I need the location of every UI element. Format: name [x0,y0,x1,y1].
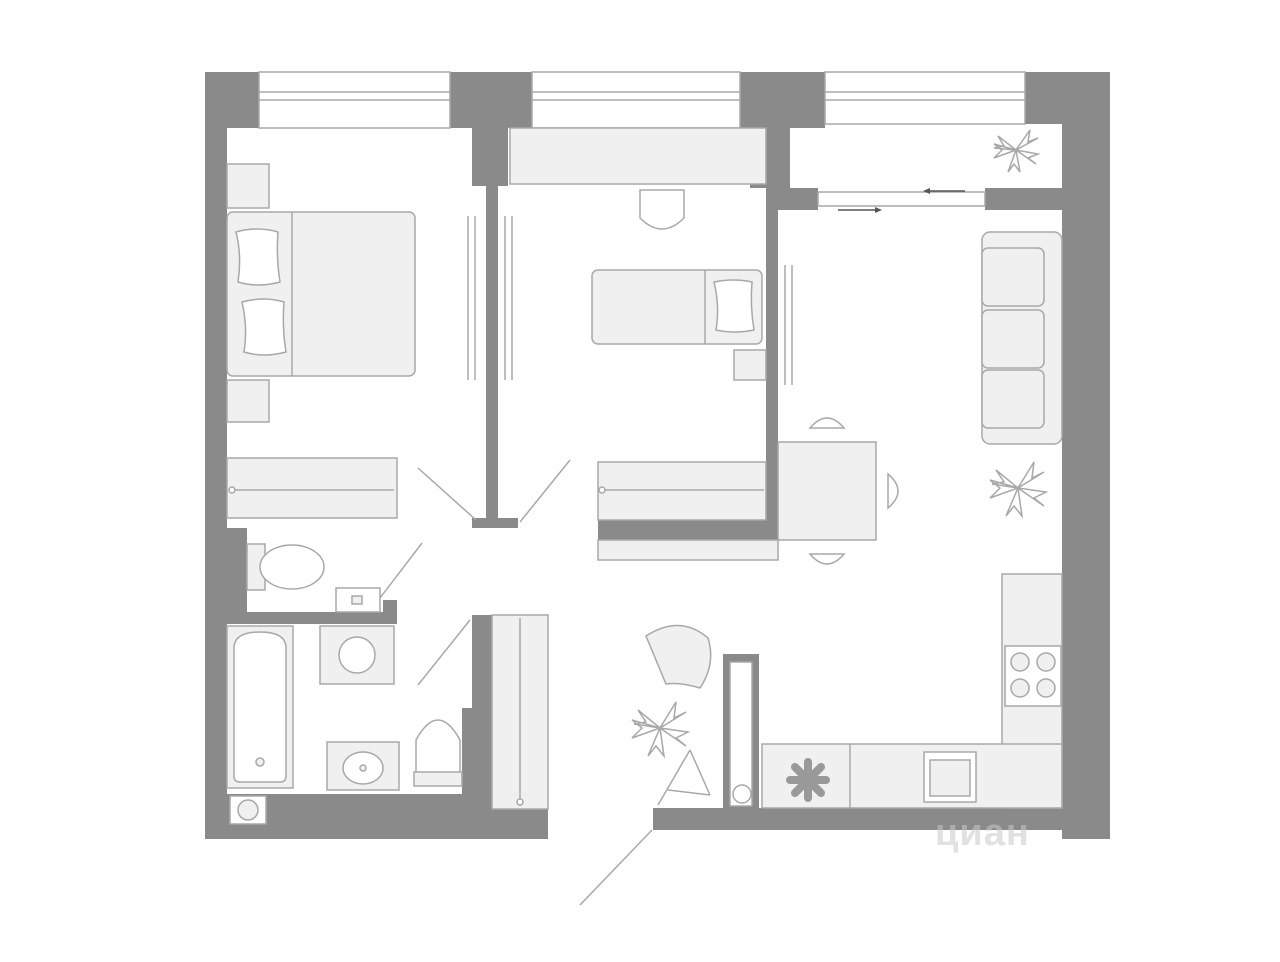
plant-icon [993,129,1041,173]
plant-icon [989,461,1049,519]
bedroom [226,163,476,519]
washbasin-small [335,587,381,613]
wall-toilet-right [383,600,397,624]
asterisk-icon [786,758,830,802]
chair-icon [639,189,685,230]
pillow-icon [241,298,287,356]
outer-wall-bottom-right [653,808,1110,830]
balcony-door [817,191,986,207]
nightstand-top [226,163,270,209]
outer-wall-left [205,72,227,839]
chair-icon [808,553,846,565]
column-inner [729,661,753,807]
child-room [504,127,793,521]
wall-child-living [766,185,778,525]
fridge-icon [732,784,752,804]
wall-stub [472,518,518,528]
wall-child-bottom [598,520,778,540]
hall-wardrobe [491,614,549,810]
outer-wall-right [1062,72,1110,839]
armchair-icon [645,624,712,689]
door-swings [379,459,653,906]
plant-icon [631,701,691,759]
plants [631,129,1049,806]
wall-toilet-top [227,528,247,618]
washing-machine-icon [338,636,376,674]
outer-wall-top-2 [450,72,532,128]
toilet-icon [415,719,461,775]
wall-toilet-bottom [227,612,397,624]
chair-icon [808,417,846,429]
wall-hall-closet [472,615,492,815]
chair-icon [887,472,899,510]
wall-bedroom-child [486,185,498,520]
nightstand-bottom [226,379,270,423]
window-balcony [824,71,1026,125]
cian-watermark: циан [935,812,1030,854]
wardrobe-child [597,461,767,521]
windows [258,71,1026,213]
desk [509,127,767,185]
pillar-1 [472,128,508,186]
pillow-icon [713,279,755,333]
pillow-icon [235,228,281,286]
toilet-room [246,543,381,613]
balcony-wall [772,188,818,210]
dining-table [777,441,877,541]
wardrobe-bedroom [226,457,398,519]
balcony-wall-right [985,188,1063,210]
nightstand-child [733,349,767,381]
walls [205,72,1110,839]
bathroom [226,625,463,825]
living-kitchen [597,231,1063,809]
outer-wall-top-1 [205,72,259,128]
tv-stand [597,539,779,561]
toilet-icon [259,544,325,590]
